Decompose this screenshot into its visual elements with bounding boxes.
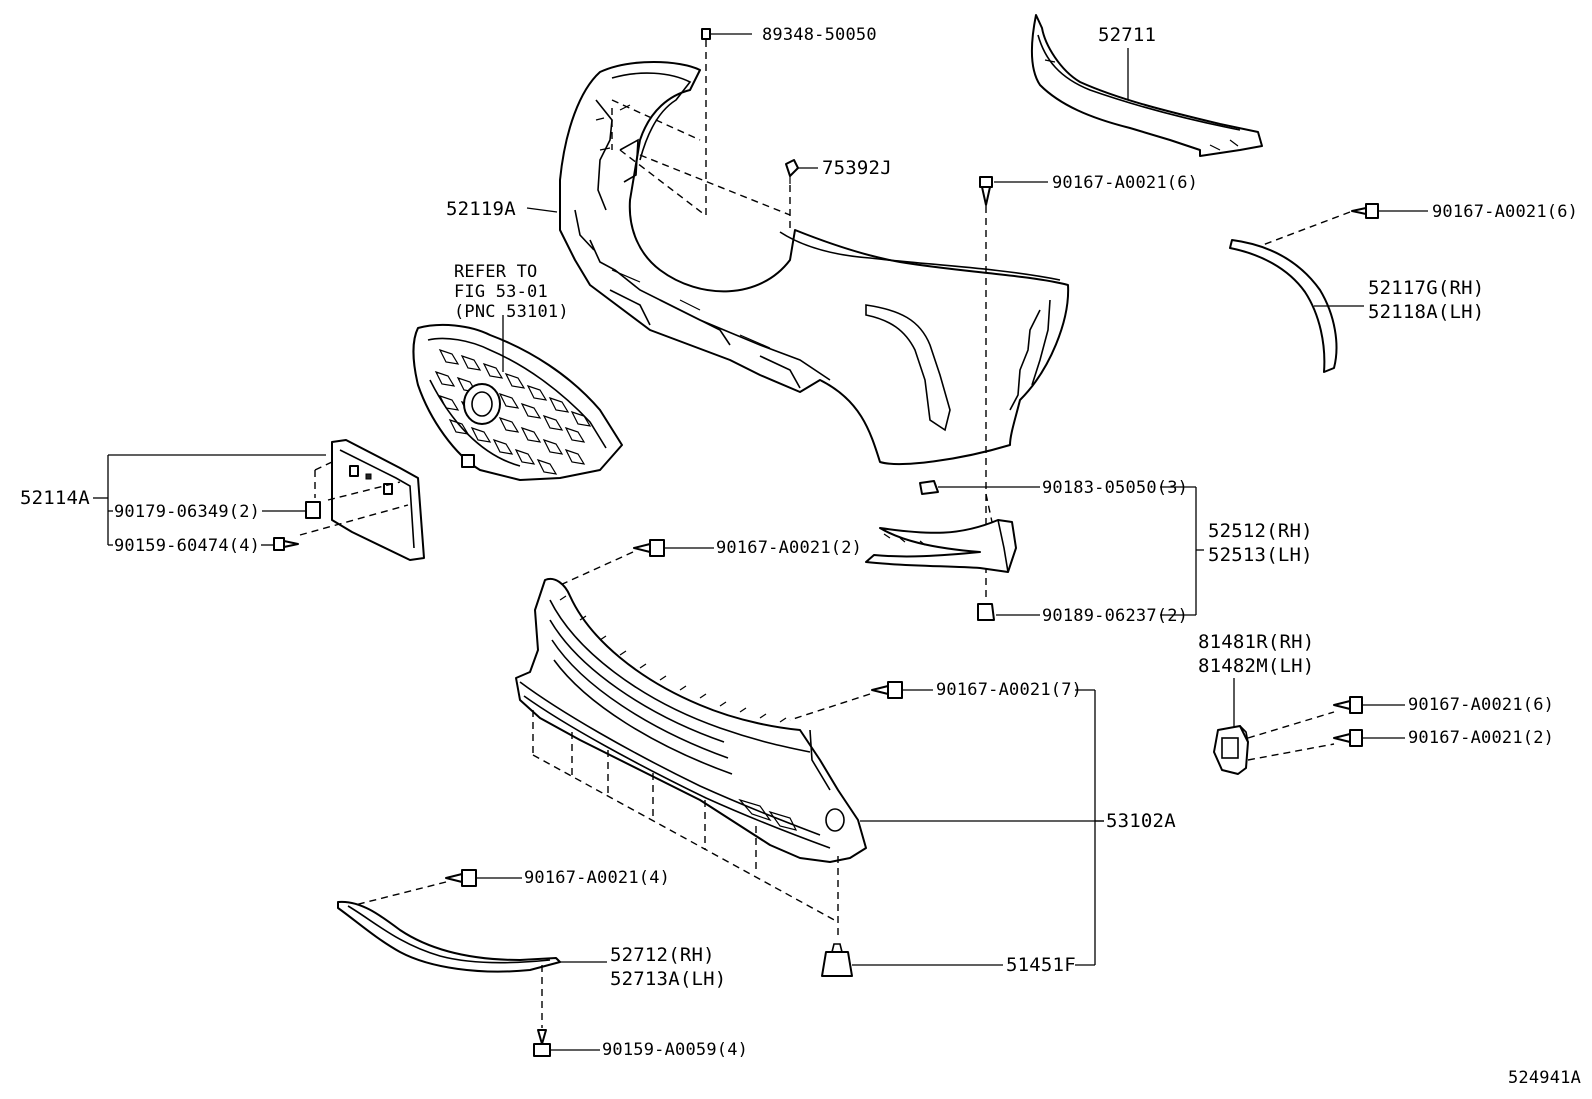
- lower-grille-icon: [515, 578, 1104, 940]
- garnish-bracket-lines: [1160, 486, 1204, 616]
- label-screw-bracket-b: 90167-A0021(2): [1408, 728, 1555, 748]
- license-bracket-icon: [299, 439, 425, 561]
- label-refer-line2: FIG 53-01: [454, 282, 548, 302]
- label-clip-75392j: 75392J: [822, 157, 892, 179]
- label-screw-lower-molding: 90167-A0021(4): [524, 868, 671, 888]
- label-lower-grille: 53102A: [1106, 810, 1176, 832]
- screw-lower-molding-icon: [354, 869, 522, 906]
- clip-90189-icon: [977, 603, 1040, 621]
- upper-grille-icon: [412, 315, 623, 481]
- sensor-bracket-icon: [1213, 678, 1335, 775]
- side-molding-icon: [1229, 239, 1364, 373]
- label-sensor-bracket-rh: 81481R(RH): [1198, 631, 1315, 653]
- screw-bracket-b-icon: [1333, 729, 1405, 747]
- bumper-cover-icon: [526, 61, 1070, 465]
- label-clip-89348: 89348-50050: [762, 25, 877, 45]
- screw-90159-60474-icon: [261, 537, 299, 551]
- clip-51451f-icon: [821, 943, 1003, 977]
- screw-90159-a0059-icon: [533, 965, 600, 1057]
- diagram-id: 524941A: [1508, 1068, 1582, 1088]
- label-clip-90189: 90189-06237(2): [1042, 606, 1189, 626]
- label-52711: 52711: [1098, 24, 1157, 46]
- label-screw-bracket-a: 90167-A0021(6): [1408, 695, 1555, 715]
- clip-89348-icon: [701, 28, 752, 220]
- label-garnish-lh: 52513(LH): [1208, 544, 1313, 566]
- grille-bracket-lines: [1075, 689, 1104, 966]
- label-nut-90183: 90183-05050(3): [1042, 478, 1189, 498]
- label-lower-molding-rh: 52712(RH): [610, 944, 715, 966]
- nut-90179-icon: [262, 501, 321, 519]
- label-refer-line1: REFER TO: [454, 262, 538, 282]
- clip-75392j-icon: [785, 159, 818, 184]
- label-garnish-rh: 52512(RH): [1208, 520, 1313, 542]
- garnish-icon: [865, 519, 1017, 573]
- label-sensor-bracket-lh: 81482M(LH): [1198, 655, 1315, 677]
- label-nut-90179: 90179-06349(2): [114, 502, 261, 522]
- screw-bracket-a-icon: [1333, 696, 1405, 714]
- label-license-bracket: 52114A: [20, 487, 90, 509]
- nut-90183-icon: [919, 480, 1040, 523]
- label-bumper-cover: 52119A: [446, 198, 516, 220]
- label-screw-grille-side: 90167-A0021(7): [936, 680, 1083, 700]
- label-screw-90159-a0059: 90159-A0059(4): [602, 1040, 749, 1060]
- label-screw-top-center: 90167-A0021(6): [1052, 173, 1199, 193]
- label-screw-90159-60474: 90159-60474(4): [114, 536, 261, 556]
- label-refer-line3: (PNC 53101): [454, 302, 569, 322]
- screw-grille-upper-icon: [557, 539, 714, 587]
- lower-molding-icon: [337, 900, 607, 973]
- label-lower-molding-lh: 52713A(LH): [610, 968, 727, 990]
- label-clip-51451f: 51451F: [1006, 954, 1076, 976]
- label-molding-lh: 52118A(LH): [1368, 301, 1485, 323]
- screw-top-right-icon: [1259, 203, 1428, 247]
- screw-grille-side-icon: [789, 681, 933, 721]
- label-screw-top-right: 90167-A0021(6): [1432, 202, 1579, 222]
- license-bracket-bracket-lines: [93, 454, 326, 546]
- upper-molding-52711-icon: [1030, 14, 1263, 157]
- label-screw-grille-upper: 90167-A0021(2): [716, 538, 863, 558]
- label-molding-rh: 52117G(RH): [1368, 277, 1485, 299]
